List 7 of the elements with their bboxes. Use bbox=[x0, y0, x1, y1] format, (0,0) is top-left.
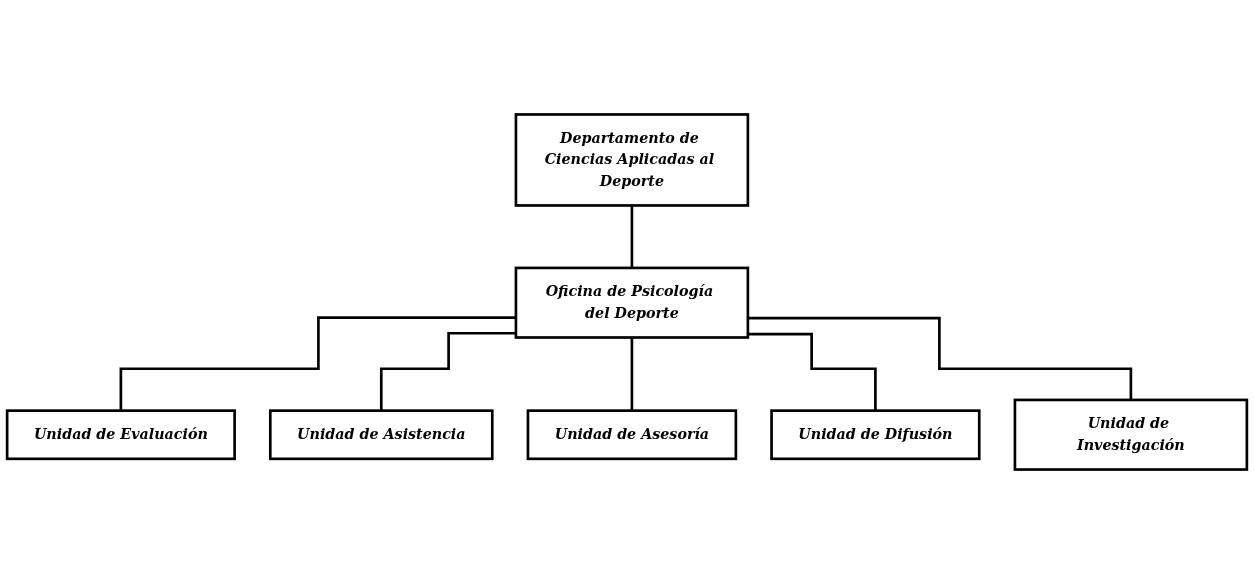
node-box: Unidad de Investigación bbox=[1013, 398, 1249, 471]
node-box: Unidad de Evaluación bbox=[5, 409, 236, 461]
node-box: Unidad de Asistencia bbox=[268, 409, 494, 461]
node-box: Unidad de Difusión bbox=[770, 409, 981, 461]
node-box: Unidad de Asesoría bbox=[526, 409, 738, 461]
node-box: Departamento de Ciencias Aplicadas al Deporte bbox=[514, 113, 750, 207]
node-box: Oficina de Psicología del Deporte bbox=[514, 266, 750, 339]
